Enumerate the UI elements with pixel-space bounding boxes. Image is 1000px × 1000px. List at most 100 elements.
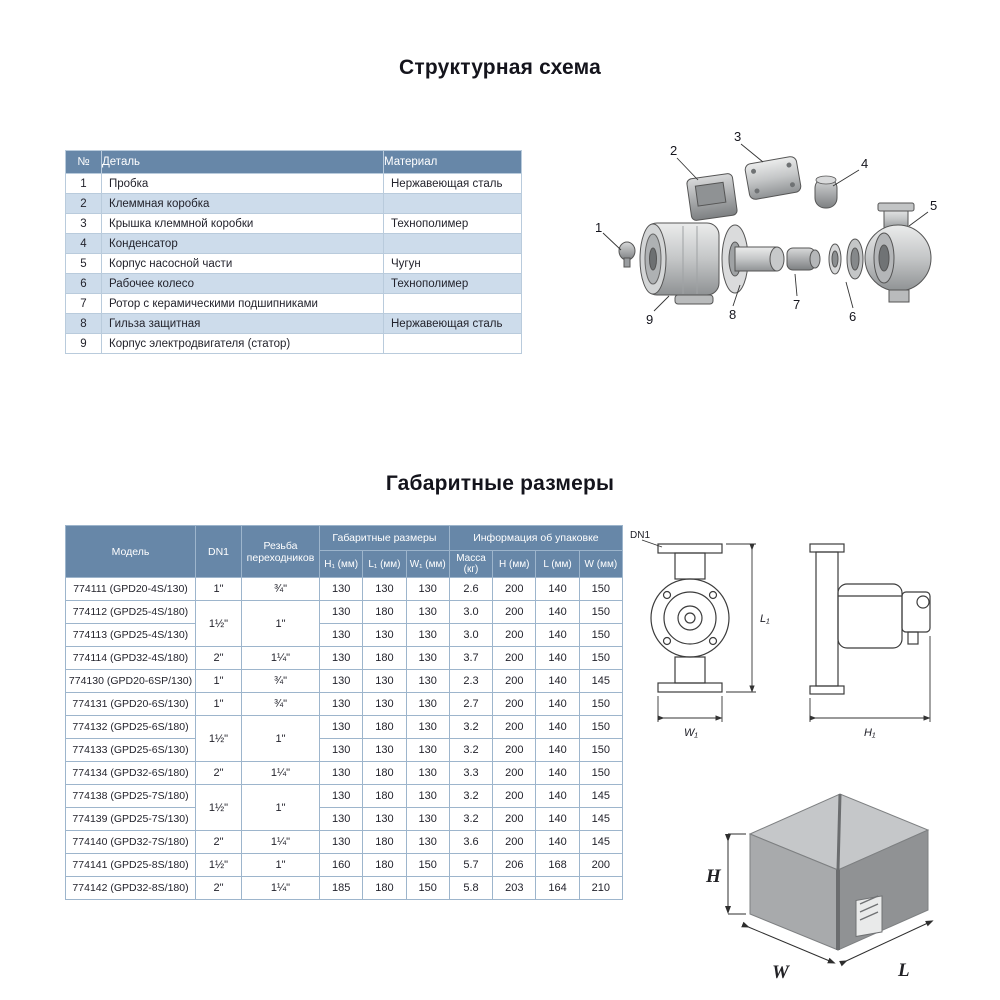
dims-cell-h1: 130 — [318, 807, 364, 831]
dims-cell-model: 774111 (GPD20-4S/130) — [65, 577, 196, 601]
package-box-illustration: H W L — [700, 772, 960, 989]
dims-cell-thread: 1¼" — [241, 646, 320, 670]
dims-cell-h: 200 — [492, 577, 537, 601]
parts-cell-num: 6 — [65, 273, 102, 294]
dims-cell-w1: 130 — [405, 600, 450, 624]
box-dimension-lines — [725, 833, 934, 967]
callout-5: 5 — [930, 198, 937, 213]
dims-cell-h1: 160 — [318, 853, 364, 877]
dims-cell-dn1: 1" — [195, 669, 242, 693]
side-view-svg: H₁ — [809, 543, 931, 739]
dims-cell-thread: ¾" — [241, 669, 320, 693]
dims-cell-l1: 130 — [362, 623, 407, 647]
parts-header-material: Материал — [383, 150, 522, 174]
parts-cell-material — [383, 193, 522, 214]
dims-cell-h: 200 — [492, 807, 537, 831]
parts-cell-part: Ротор с керамическими подшипниками — [101, 293, 384, 314]
dims-cell-mass: 3.7 — [448, 646, 494, 670]
dims-cell-l1: 130 — [362, 738, 407, 762]
parts-cell-part: Конденсатор — [101, 233, 384, 254]
dims-cell-h1: 130 — [318, 692, 364, 716]
box-w-label: W — [772, 962, 790, 983]
box-l-label: L — [897, 960, 910, 981]
exploded-diagram-svg: 1 2 3 4 5 6 7 8 9 — [595, 129, 937, 327]
dims-cell-l: 140 — [535, 600, 580, 624]
stator-part — [639, 222, 720, 305]
dims-cell-l: 140 — [535, 761, 580, 785]
parts-cell-material — [383, 233, 522, 254]
dims-cell-dn1: 1½" — [195, 600, 242, 647]
dims-cell-mass: 3.2 — [448, 738, 494, 762]
dims-cell-w1: 150 — [405, 876, 450, 900]
dims-cell-mass: 2.3 — [448, 669, 494, 693]
dims-cell-h: 200 — [492, 830, 537, 854]
parts-header-row: № Деталь Материал — [65, 150, 522, 174]
parts-cell-part: Корпус насосной части — [101, 253, 384, 274]
dims-cell-w1: 130 — [405, 761, 450, 785]
dims-cell-h1: 130 — [318, 577, 364, 601]
parts-cell-part: Гильза защитная — [101, 313, 384, 334]
parts-cell-num: 2 — [65, 193, 102, 214]
dims-cell-w: 150 — [578, 715, 624, 739]
dims-cell-w: 145 — [578, 830, 624, 854]
dims-cell-thread: 1" — [241, 784, 320, 831]
volute-part — [864, 202, 932, 303]
dims-cell-w: 145 — [578, 807, 624, 831]
parts-cell-material: Чугун — [383, 253, 522, 274]
dims-cell-model: 774112 (GPD25-4S/180) — [65, 600, 196, 624]
dims-cell-w: 150 — [578, 600, 624, 624]
dims-cell-l: 140 — [535, 646, 580, 670]
dims-cell-l1: 130 — [362, 577, 407, 601]
dims-cell-mass: 3.0 — [448, 600, 494, 624]
capacitor-part — [814, 175, 838, 209]
parts-cell-num: 1 — [65, 173, 102, 194]
dims-cell-dn1: 1" — [195, 577, 242, 601]
front-dimension-lines — [641, 539, 756, 722]
dims-cell-l1: 180 — [362, 830, 407, 854]
dims-cell-thread: 1¼" — [241, 761, 320, 785]
dims-cell-dn1: 2" — [195, 761, 242, 785]
parts-cell-num: 7 — [65, 293, 102, 314]
section-title-structural: Структурная схема — [399, 56, 601, 79]
dims-cell-dn1: 1½" — [195, 853, 242, 877]
dims-cell-h1: 130 — [318, 646, 364, 670]
dims-cell-h1: 130 — [318, 715, 364, 739]
dims-header-dn1: DN1 — [195, 525, 242, 578]
box-h-label: H — [705, 866, 722, 887]
callout-1: 1 — [595, 220, 602, 235]
parts-cell-material: Технополимер — [383, 213, 522, 234]
dims-cell-w: 150 — [578, 623, 624, 647]
dims-cell-l: 140 — [535, 784, 580, 808]
dims-cell-thread: 1" — [241, 715, 320, 762]
dims-cell-l: 140 — [535, 577, 580, 601]
dims-cell-mass: 3.2 — [448, 807, 494, 831]
dims-cell-model: 774134 (GPD32-6S/180) — [65, 761, 196, 785]
dims-subheader-h1: H₁ (мм) — [318, 550, 364, 578]
dims-cell-w1: 150 — [405, 853, 450, 877]
dims-cell-w1: 130 — [405, 577, 450, 601]
package-box-svg: H W L — [705, 793, 934, 983]
dims-cell-w1: 130 — [405, 715, 450, 739]
dims-cell-thread: 1¼" — [241, 830, 320, 854]
dims-cell-w1: 130 — [405, 692, 450, 716]
carton-box — [748, 793, 930, 951]
dims-cell-h: 200 — [492, 669, 537, 693]
dimensions-table: Модель DN1 Резьба переходников Габаритны… — [65, 525, 624, 900]
dims-cell-mass: 3.3 — [448, 761, 494, 785]
dims-cell-w1: 130 — [405, 738, 450, 762]
dims-cell-dn1: 1" — [195, 692, 242, 716]
dims-table-head: Модель DN1 Резьба переходников Габаритны… — [65, 525, 624, 578]
callout-4: 4 — [861, 156, 868, 171]
parts-header-num: № — [65, 150, 102, 174]
dims-cell-w: 200 — [578, 853, 624, 877]
dims-cell-dn1: 2" — [195, 876, 242, 900]
